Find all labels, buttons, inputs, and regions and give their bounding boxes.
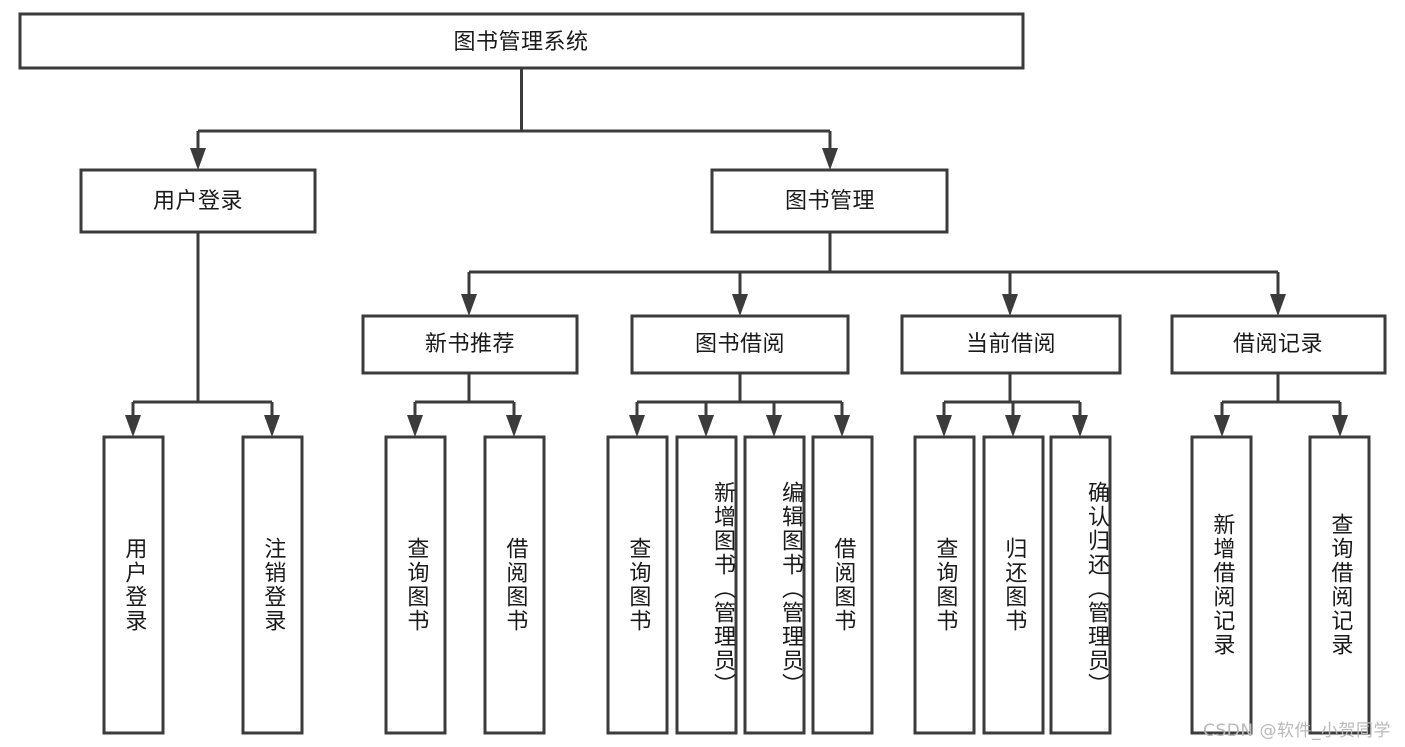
connectors-borrowrecord-to-leaves	[1214, 373, 1348, 437]
arrow-to-leaf-user-login	[125, 415, 141, 437]
connectors-bookmgmt-to-level3	[461, 232, 1286, 316]
arrow-to-current-borrow	[1002, 294, 1018, 316]
arrow-to-leaf-add-record	[1214, 415, 1230, 437]
node-current-borrow-label: 当前借阅	[966, 332, 1056, 357]
node-new-book-recommend[interactable]: 新书推荐	[361, 314, 579, 375]
connectors-currentborrow-to-leaves	[936, 373, 1088, 437]
leaf-box-query-book-1	[384, 435, 447, 735]
node-book-borrow[interactable]: 图书借阅	[630, 314, 850, 375]
arrow-to-leaf-return-book	[1005, 415, 1021, 437]
arrow-to-new-book	[461, 294, 477, 316]
node-user-login-label: 用户登录	[153, 189, 243, 214]
node-book-management[interactable]: 图书管理	[710, 168, 949, 234]
arrow-to-leaf-edit-book	[766, 415, 782, 437]
connectors-root-to-level2	[190, 68, 838, 170]
leaf-box-confirm-return	[1049, 435, 1112, 735]
arrow-to-leaf-logout	[264, 415, 280, 437]
arrow-to-user-login	[190, 148, 206, 170]
leaf-box-borrow-book-2	[811, 435, 874, 735]
node-user-login[interactable]: 用户登录	[79, 168, 317, 234]
node-root-label: 图书管理系统	[453, 30, 588, 55]
arrow-to-leaf-query-book-3	[936, 415, 952, 437]
arrow-to-book-mgmt	[822, 148, 838, 170]
arrow-to-leaf-add-book	[698, 415, 714, 437]
node-current-borrow[interactable]: 当前借阅	[900, 314, 1122, 375]
node-book-borrow-label: 图书借阅	[695, 332, 785, 357]
arrow-to-leaf-query-record	[1332, 415, 1348, 437]
leaf-box-user-login	[102, 435, 165, 735]
arrow-to-borrow-record	[1270, 294, 1286, 316]
leaf-box-add-book	[675, 435, 738, 735]
csdn-watermark: CSDN @软件_小贺同学	[1203, 721, 1391, 741]
leaf-boxes	[102, 435, 1371, 735]
arrow-to-leaf-confirm-return	[1072, 415, 1088, 437]
leaf-box-query-record	[1308, 435, 1371, 735]
node-borrow-record-label: 借阅记录	[1233, 332, 1323, 357]
connectors-userlogin-to-leaves	[125, 232, 280, 437]
leaf-box-return-book	[982, 435, 1045, 735]
arrow-to-leaf-borrow-book-1	[506, 415, 522, 437]
leaf-box-query-book-2	[606, 435, 669, 735]
connectors-bookborrow-to-leaves	[629, 373, 850, 437]
arrow-to-leaf-query-book-2	[629, 415, 645, 437]
arrow-to-leaf-borrow-book-2	[834, 415, 850, 437]
leaf-box-add-record	[1190, 435, 1253, 735]
node-new-book-recommend-label: 新书推荐	[425, 332, 515, 357]
node-root-system[interactable]: 图书管理系统	[18, 12, 1025, 70]
node-borrow-record[interactable]: 借阅记录	[1170, 314, 1387, 375]
leaf-box-query-book-3	[913, 435, 976, 735]
node-book-management-label: 图书管理	[785, 189, 875, 214]
arrow-to-leaf-query-book-1	[407, 415, 423, 437]
leaf-box-edit-book	[743, 435, 806, 735]
arrow-to-book-borrow	[732, 294, 748, 316]
leaf-box-borrow-book-1	[483, 435, 546, 735]
leaf-box-logout	[241, 435, 304, 735]
connectors-newbook-to-leaves	[407, 373, 522, 437]
